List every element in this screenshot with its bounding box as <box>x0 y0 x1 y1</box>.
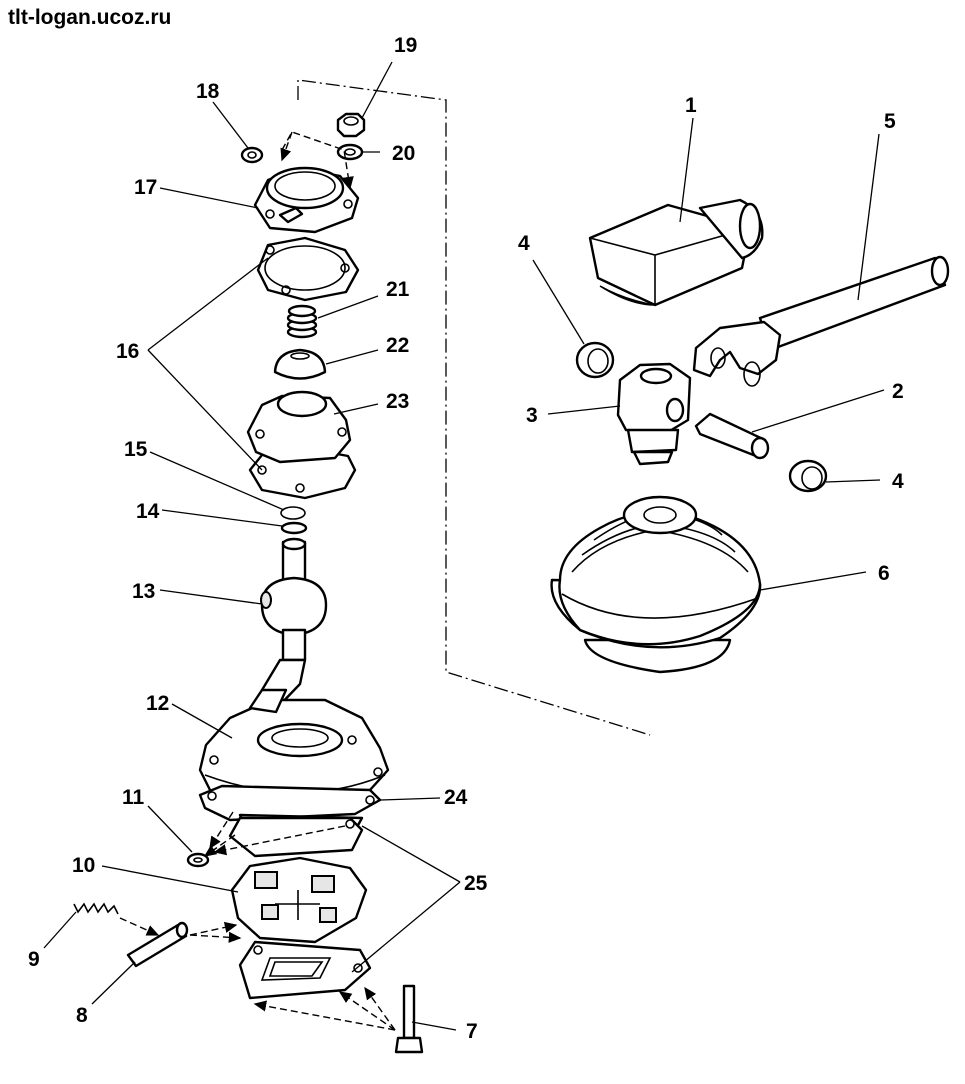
part-1-block <box>588 198 764 307</box>
callout-18: 18 <box>196 80 220 103</box>
callout-4-upper: 4 <box>518 232 530 255</box>
part-17-cover <box>253 131 360 234</box>
callout-2: 2 <box>892 380 904 403</box>
callout-5: 5 <box>884 110 896 133</box>
part-11-washer <box>186 852 210 868</box>
callout-14: 14 <box>136 500 160 523</box>
assembly-boundary-line <box>297 79 651 736</box>
part-6-boot <box>550 495 762 674</box>
callout-10: 10 <box>72 854 95 877</box>
callout-19: 19 <box>394 34 417 57</box>
part-12-base-housing <box>198 688 390 808</box>
part-16-gasket-upper <box>256 236 360 302</box>
callout-8: 8 <box>76 1004 88 1027</box>
callout-7: 7 <box>466 1020 478 1043</box>
callout-15: 15 <box>124 438 148 461</box>
part-21-spring <box>286 304 318 339</box>
callout-20: 20 <box>392 142 415 165</box>
part-13-lever-ball <box>253 537 328 714</box>
callout-11: 11 <box>122 786 145 809</box>
part-4-bush-lower <box>788 459 828 493</box>
callout-25: 25 <box>464 872 488 895</box>
part-10-gate-plate <box>230 856 368 944</box>
callout-16: 16 <box>116 340 139 363</box>
callout-1: 1 <box>685 94 697 117</box>
part-5-shaft <box>692 255 950 387</box>
callout-23: 23 <box>386 390 409 413</box>
part-23-housing <box>246 390 357 500</box>
callout-12: 12 <box>146 692 169 715</box>
part-22-cup <box>273 348 327 380</box>
part-8-pin <box>126 921 242 968</box>
callout-3: 3 <box>526 404 538 427</box>
callout-17: 17 <box>134 176 157 199</box>
part-7-bolt <box>253 984 424 1054</box>
callout-22: 22 <box>386 334 409 357</box>
callout-4-lower: 4 <box>892 470 904 493</box>
part-3-swivel <box>616 362 692 466</box>
leader-lines <box>43 61 885 1031</box>
part-4-bush-upper <box>575 341 615 379</box>
part-15-clip <box>280 506 306 520</box>
part-9-spring <box>73 902 160 936</box>
part-20-washer <box>336 143 364 161</box>
part-19-nut <box>336 112 366 138</box>
part-2-pin <box>694 412 770 460</box>
callout-21: 21 <box>386 278 410 301</box>
part-25-plate <box>203 811 364 858</box>
callout-13: 13 <box>132 580 155 603</box>
part-25-bottom-cover <box>238 940 372 1000</box>
part-14-ring <box>280 521 308 535</box>
callout-9: 9 <box>28 948 40 971</box>
callout-6: 6 <box>878 562 890 585</box>
part-18-washer <box>240 146 264 164</box>
site-watermark: tlt-logan.ucoz.ru <box>8 6 172 29</box>
callout-24: 24 <box>444 786 468 809</box>
